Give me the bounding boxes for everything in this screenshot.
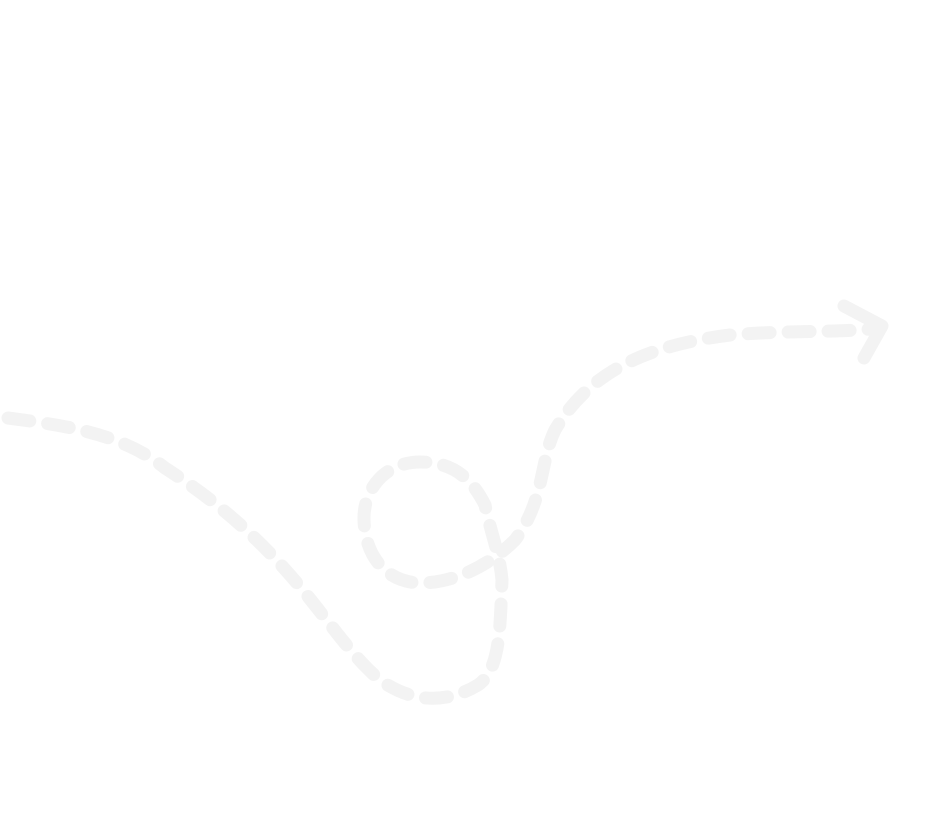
dashed-trail [1,321,887,705]
arrowhead [837,299,889,365]
